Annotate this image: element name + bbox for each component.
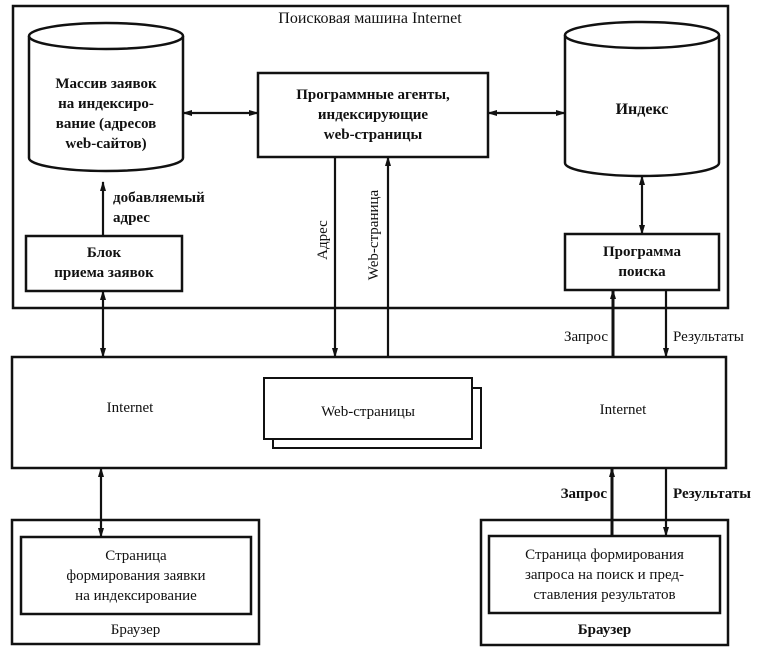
browser-left-page-line: на индексирование — [75, 588, 197, 604]
added-address-line: добавляемый — [113, 190, 205, 206]
browser-right-page-line: Страница формирования — [525, 547, 684, 563]
engine-title: Поисковая машина Internet — [278, 10, 462, 27]
web-pages-label: Web-страницы — [321, 404, 415, 420]
results-bottom-label: Результаты — [673, 486, 751, 502]
request-array-line: Массив заявок — [55, 76, 157, 92]
search-engine-frame — [11, 4, 730, 310]
web-page-flow-label: Web-страница — [366, 189, 382, 281]
internet-box — [10, 355, 728, 470]
search-program-line: поиска — [618, 264, 666, 280]
web-pages-box — [263, 377, 473, 440]
browser-left-page-label: Страница формирования заявки на индексир… — [21, 546, 251, 606]
added-address-line: адрес — [113, 210, 150, 226]
request-block-label: Блок приема заявок — [26, 243, 182, 283]
internet-right-label: Internet — [599, 402, 647, 418]
browser-right-page — [487, 534, 722, 615]
browser-left-page-line: Страница — [105, 548, 167, 564]
browser-right-page-label: Страница формирования запроса на поиск и… — [489, 545, 720, 605]
browser-left-page-line: формирования заявки — [66, 568, 206, 584]
request-array-line: вание (адресов — [55, 116, 157, 132]
agents-line: web-страницы — [323, 127, 423, 143]
internet-left-label: Internet — [106, 400, 154, 416]
agents-line: Программные агенты, — [296, 87, 450, 103]
search-program-line: Программа — [603, 244, 681, 260]
query-bottom-label: Запрос — [560, 486, 607, 502]
request-array-line: на индексиро- — [58, 96, 154, 112]
index-label: Индекс — [615, 101, 669, 118]
request-array-label: Массив заявок на индексиро- вание (адрес… — [29, 74, 183, 154]
browser-right-page-line: ставления результатов — [533, 587, 676, 603]
agents-line: индексирующие — [317, 107, 429, 123]
request-array-line: web-сайтов) — [65, 136, 147, 152]
query-top-label: Запрос — [563, 329, 608, 345]
index-database — [563, 20, 721, 178]
results-top-label: Результаты — [673, 329, 744, 345]
search-program-label: Программа поиска — [565, 242, 719, 282]
added-address-label: добавляемый адрес — [113, 188, 243, 228]
browser-right-page-line: запроса на поиск и пред- — [524, 567, 685, 583]
request-block-line: Блок — [86, 245, 122, 261]
browser-left-page — [19, 535, 253, 616]
browser-left-frame — [10, 518, 261, 646]
request-array-database — [27, 21, 185, 173]
agents-label: Программные агенты, индексирующие web-ст… — [258, 85, 488, 145]
browser-right-frame — [479, 518, 730, 647]
request-block-line: приема заявок — [54, 265, 154, 281]
browser-right-label: Браузер — [577, 622, 632, 638]
address-flow-label: Адрес — [315, 220, 331, 260]
browser-left-label: Браузер — [110, 622, 161, 638]
